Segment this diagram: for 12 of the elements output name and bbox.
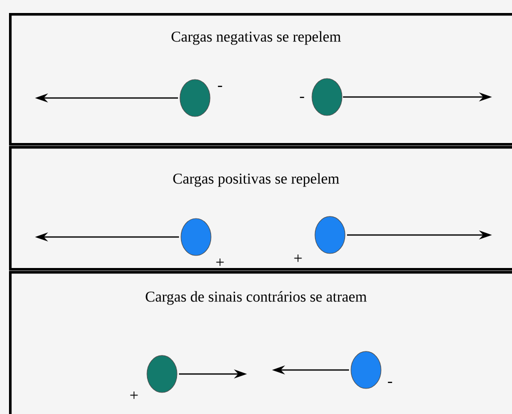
charge-sign: + xyxy=(130,391,138,399)
charge-particle xyxy=(146,355,178,393)
charge-particle xyxy=(312,78,342,116)
charge-particle xyxy=(180,218,212,256)
charge-particle xyxy=(350,351,382,389)
charge-particle xyxy=(314,216,346,254)
charge-sign: - xyxy=(218,86,222,87)
charge-sign: + xyxy=(294,254,302,262)
charge-sign: + xyxy=(216,258,224,266)
charge-sign: - xyxy=(388,382,392,383)
charge-particle xyxy=(180,79,210,117)
charge-sign: - xyxy=(300,96,304,98)
